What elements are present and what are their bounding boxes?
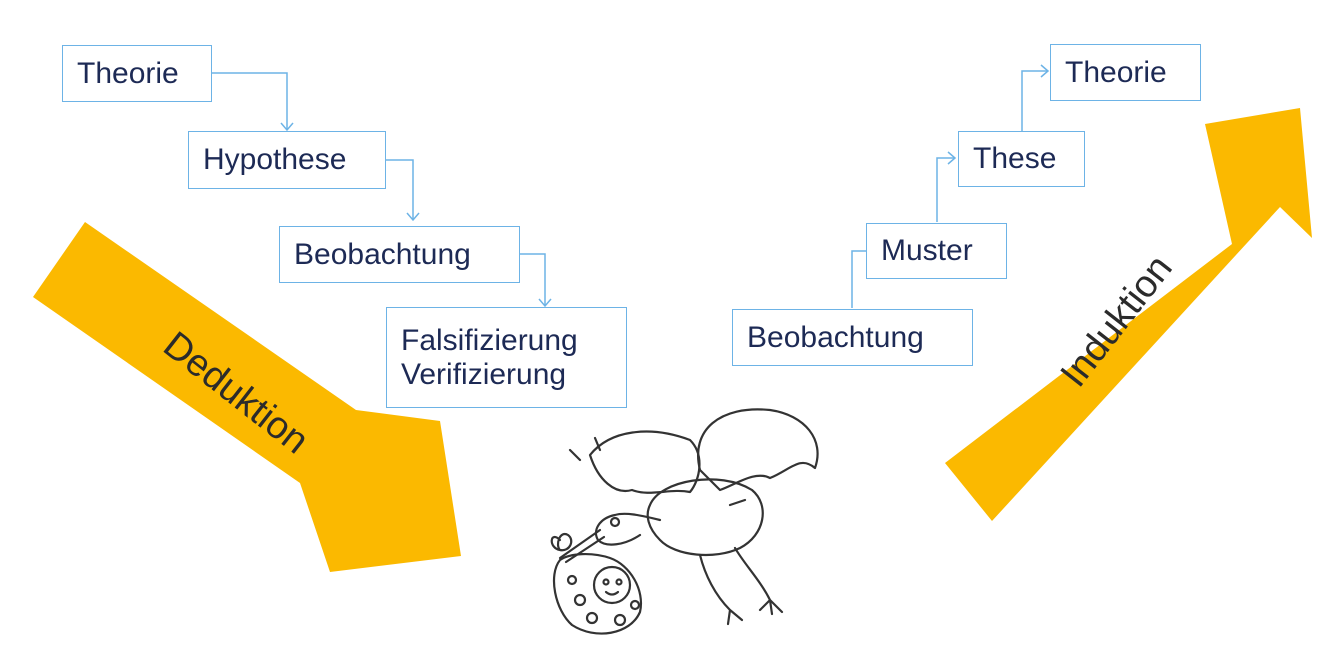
deduction-verifizierung-label: Verifizierung	[401, 357, 567, 391]
induction-muster-box: Muster	[866, 223, 1007, 279]
stork-illustration	[550, 408, 819, 635]
induction-these-box: These	[958, 131, 1085, 187]
induction-connectors	[851, 64, 1050, 308]
induction-these-label: These	[973, 142, 1057, 175]
induction-arrow	[945, 108, 1312, 521]
induction-theorie-box: Theorie	[1050, 44, 1201, 101]
deduction-hypothese-label: Hypothese	[203, 143, 347, 176]
deduction-falsifizierung-label: Falsifizierung	[401, 323, 578, 357]
deduction-theorie-label: Theorie	[77, 56, 179, 90]
deduction-theorie-box: Theorie	[62, 45, 212, 102]
deduction-hypothese-box: Hypothese	[188, 131, 386, 189]
deduction-beobachtung-label: Beobachtung	[294, 237, 471, 271]
induction-theorie-label: Theorie	[1065, 55, 1167, 89]
deduction-arrow	[33, 222, 461, 572]
induction-beobachtung-label: Beobachtung	[747, 320, 924, 354]
induction-beobachtung-box: Beobachtung	[732, 309, 973, 366]
induction-muster-label: Muster	[881, 234, 973, 267]
deduction-result-box: Falsifizierung Verifizierung	[386, 307, 627, 408]
deduction-beobachtung-box: Beobachtung	[279, 226, 520, 283]
deduction-connectors	[212, 72, 552, 308]
